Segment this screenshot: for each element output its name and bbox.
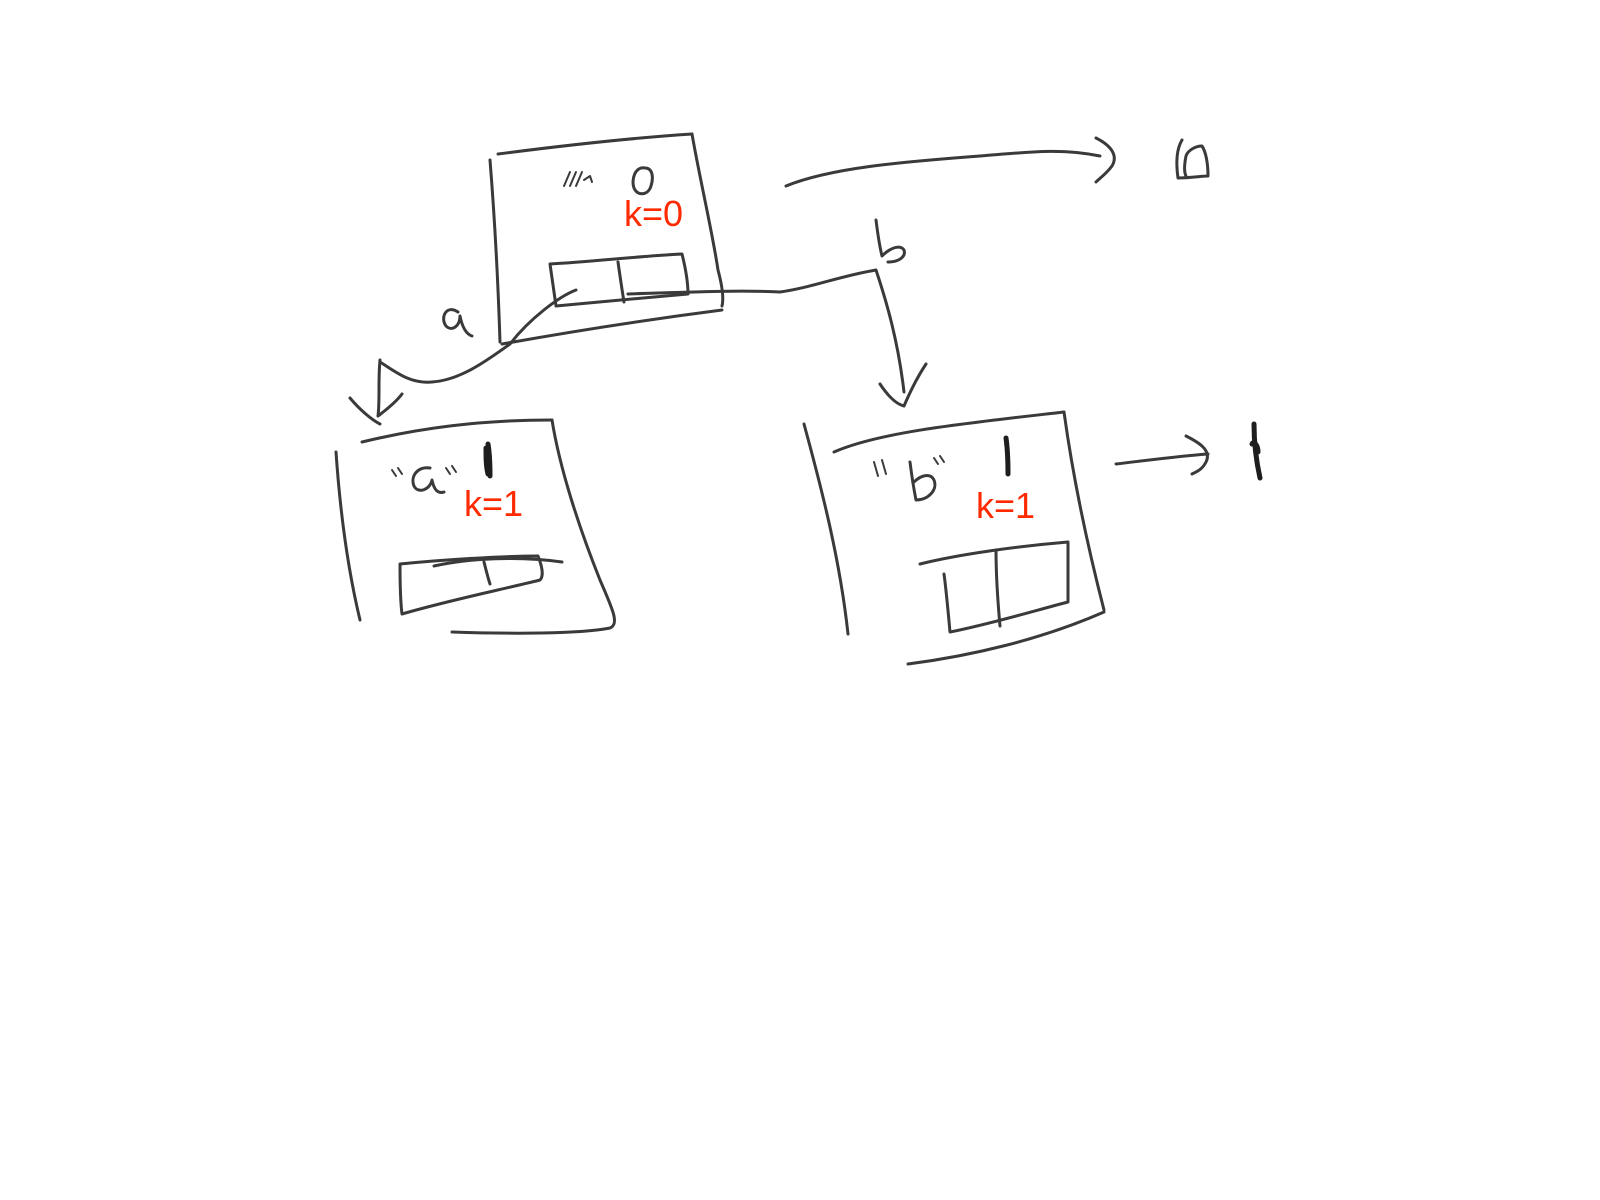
right-flag-arrow [1114,421,1263,481]
left-node-right-edge [450,418,616,635]
right-flag-arrowhead [1184,434,1209,476]
right-handwritten-b [908,460,937,502]
right-quote-scribble-open [873,459,887,477]
left-children-array-strike [432,557,564,568]
root-node: k=0 [488,132,725,346]
edge-a-arrow [348,288,578,426]
root-children-array-divider [616,260,626,304]
left-k-annotation: k=1 [464,483,523,524]
edge-label-a [442,308,474,338]
right-children-array [918,540,1070,634]
left-children-array [398,554,544,616]
edge-b-line [626,268,906,394]
right-node-right-edge [1062,410,1106,612]
root-node-right-edge [690,132,725,308]
root-handwritten-zero [631,166,654,196]
left-node-top-edge [360,418,554,444]
left-handwritten-a [411,466,446,494]
right-children-array-divider [994,548,1002,628]
right-quote-scribble-close [933,455,945,465]
left-handwritten-one [483,441,493,479]
edge-a-arrowhead [348,358,404,426]
left-quote-scribble-open [391,467,403,477]
root-node-top-edge [496,132,694,156]
edge-a-line [378,288,578,384]
edge-b-arrowhead [878,362,928,408]
edge-label-b [874,218,906,264]
root-flag-zero-box [1175,138,1210,180]
right-node-left-edge [802,422,850,636]
right-child-node: k=1 [802,410,1106,666]
root-flag-line [784,149,1102,188]
right-handwritten-one [1003,435,1011,477]
left-child-node: k=1 [334,418,616,635]
right-k-annotation: k=1 [976,485,1035,526]
right-flag-line [1114,452,1210,466]
left-quote-scribble-close [445,465,457,475]
right-flag-one [1249,421,1263,481]
root-flag-arrowhead [1094,136,1116,184]
root-flag-arrow [784,136,1210,188]
right-node-bottom-edge [906,610,1106,666]
root-node-bottom-edge [500,308,724,346]
left-node-left-edge [334,450,362,622]
edge-b-arrow [626,268,928,408]
root-k-annotation: k=0 [624,193,683,234]
root-node-left-edge [488,158,502,344]
root-quote-marks-scribble [563,171,593,187]
left-children-array-divider [482,560,492,586]
right-node-top-edge [832,410,1066,454]
